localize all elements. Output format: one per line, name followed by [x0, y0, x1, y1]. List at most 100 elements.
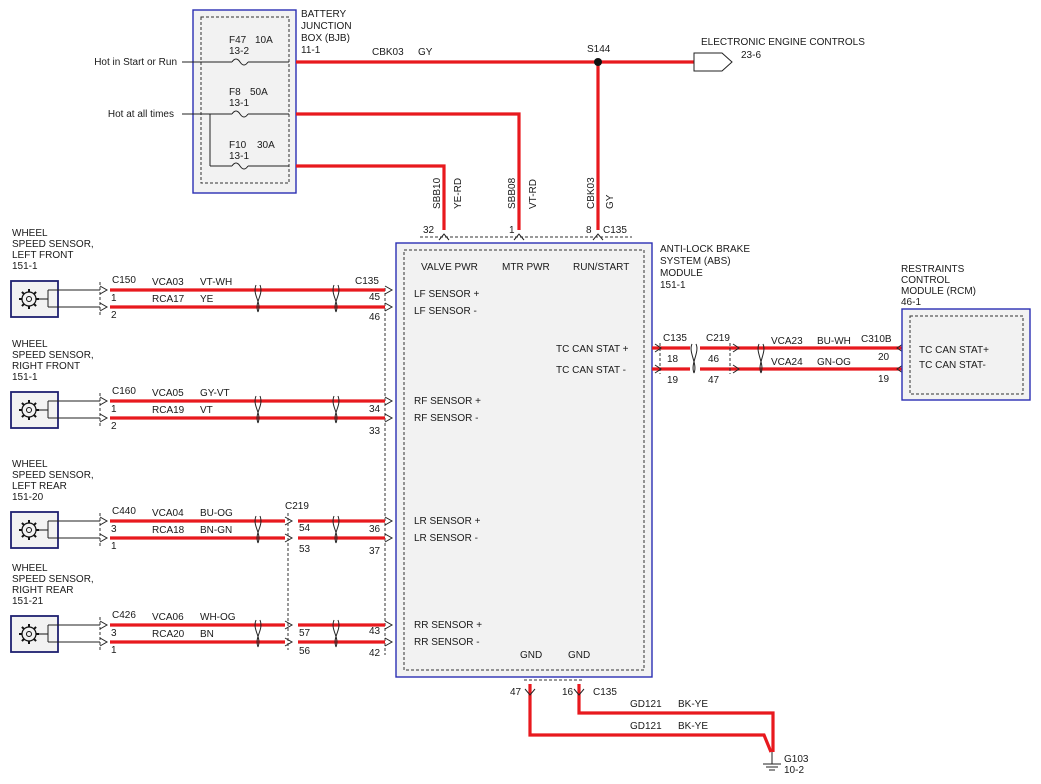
rcm-title-1: RESTRAINTS	[901, 264, 965, 275]
pin-54: 54	[299, 523, 311, 534]
abs-c135-top: C135	[603, 225, 627, 236]
pin-32: 32	[423, 225, 435, 236]
sensor-lf-wire1-circuit: VCA03	[152, 277, 184, 288]
fuse-f47-name: F47	[229, 35, 247, 46]
abs-sensor-pins: C135 45 46 34 33 36 37 43 42	[355, 276, 386, 659]
can-chev-5	[896, 343, 904, 353]
pin-47-can: 47	[708, 375, 720, 386]
pin-43: 43	[369, 626, 381, 637]
c219-chevron	[284, 533, 294, 543]
sensor-rf-title-1: WHEEL	[12, 339, 48, 350]
sensor-lr-pin-a: 3	[111, 524, 117, 535]
twisted-pair-marker	[332, 619, 340, 648]
abs-title-2: SYSTEM (ABS)	[660, 256, 731, 267]
inline-c219-rear: C219 54 53 57 56	[285, 501, 311, 657]
eec-label: ELECTRONIC ENGINE CONTROLS	[701, 37, 865, 48]
sensor-rr-body	[10, 615, 59, 653]
feed-label-hot-all-times: Hot at all times	[108, 109, 174, 120]
sensor-lr-body	[10, 511, 59, 549]
sensor-rf-wire2-color: VT	[200, 405, 213, 416]
abs-lf-minus: LF SENSOR -	[414, 306, 477, 317]
fuse-f47-rating: 10A	[255, 35, 273, 46]
pin-53: 53	[299, 544, 311, 555]
sensor-rf-pin-a: 1	[111, 404, 117, 415]
sensor-rr-title-4: 151-21	[12, 596, 44, 607]
twisted-pair-marker	[332, 284, 340, 313]
sensor-rr-wire1-circuit: VCA06	[152, 612, 184, 623]
sensor-rr-pin-b: 1	[111, 645, 117, 656]
abs-gnd-2: GND	[568, 650, 590, 661]
gear-icon	[19, 289, 48, 309]
twisted-pair-marker	[254, 395, 262, 424]
sensor-rf-wire1-circuit: VCA05	[152, 388, 184, 399]
vca23-circuit: VCA23	[771, 336, 803, 347]
abs-pin-chevron	[384, 516, 394, 526]
cbk03-top-circuit: CBK03	[372, 47, 404, 58]
abs-can-minus: TC CAN STAT -	[556, 365, 626, 376]
vca24-circuit: VCA24	[771, 357, 803, 368]
abs-rf-minus: RF SENSOR -	[414, 413, 478, 424]
gd121-color-2: BK-YE	[678, 721, 708, 732]
fuse-f47-ref: 13-2	[229, 46, 249, 57]
sbb08-color: VT-RD	[528, 179, 539, 209]
abs-pin-chevron	[384, 533, 394, 543]
sbb10-circuit: SBB10	[432, 177, 443, 209]
can-c219-label: C219	[706, 333, 730, 344]
fuse-f10-rating: 30A	[257, 140, 275, 151]
sensor-rf-connector: C160	[112, 386, 136, 397]
fuse-f10-name: F10	[229, 140, 247, 151]
rcm-title-3: MODULE (RCM)	[901, 286, 976, 297]
twisted-pair-marker	[254, 284, 262, 313]
abs-lf-plus: LF SENSOR +	[414, 289, 479, 300]
can-c135-label: C135	[663, 333, 687, 344]
can-bus: C135 C219 18 19 46 47 VCA23 BU-WH VCA24 …	[652, 333, 906, 386]
gnd-chevron-2	[573, 688, 585, 696]
twisted-pair-marker	[332, 515, 340, 544]
abs-module: ANTI-LOCK BRAKE SYSTEM (ABS) MODULE 151-…	[395, 236, 750, 678]
ground-ref: 10-2	[784, 765, 804, 776]
gear-icon	[19, 400, 48, 420]
abs-pin-chevron	[384, 285, 394, 295]
sensor-lf-pin-b: 2	[111, 310, 117, 321]
rcm-title-4: 46-1	[901, 297, 921, 308]
abs-pin-chevron	[384, 396, 394, 406]
pin-18: 18	[667, 354, 679, 365]
sensor-lf-title-3: LEFT FRONT	[12, 250, 73, 261]
fuse-f10-ref: 13-1	[229, 151, 249, 162]
abs-title-1: ANTI-LOCK BRAKE	[660, 244, 750, 255]
sensor-lf-wire2-circuit: RCA17	[152, 294, 185, 305]
abs-rf-plus: RF SENSOR +	[414, 396, 481, 407]
sensor-rf-body	[10, 391, 59, 429]
pin-1-chevron	[513, 233, 525, 241]
twisted-pair-marker	[254, 515, 262, 544]
sensor-rf-title-4: 151-1	[12, 372, 38, 383]
gnd-pin-16: 16	[562, 687, 574, 698]
gd121-circuit-2: GD121	[630, 721, 662, 732]
pin-8: 8	[586, 225, 592, 236]
connector-chevron	[99, 302, 109, 312]
pin-19-can: 19	[667, 375, 679, 386]
can-chev-3	[732, 343, 740, 353]
sensor-lr-connector: C440	[112, 506, 136, 517]
fuse-f8-icon	[210, 110, 289, 118]
sensor-lr-wire2-color: BN-GN	[200, 525, 232, 536]
fuse-f8-ref: 13-1	[229, 98, 249, 109]
abs-gnd-1: GND	[520, 650, 542, 661]
gd121-color-1: BK-YE	[678, 699, 708, 710]
sensor-rr-title-3: RIGHT REAR	[12, 585, 74, 596]
abs-c135-left: C135	[355, 276, 379, 287]
sensor-rf-wire1-color: GY-VT	[200, 388, 230, 399]
rcm-pin-19: 19	[878, 374, 890, 385]
pin-57: 57	[299, 628, 311, 639]
gear-icon	[19, 520, 48, 540]
sensor-rr-title-2: SPEED SENSOR,	[12, 574, 94, 585]
eec-connector-arrow	[693, 52, 733, 72]
sensor-lr-title-3: LEFT REAR	[12, 481, 67, 492]
abs-title-3: MODULE	[660, 268, 703, 279]
can-chev-6	[896, 364, 904, 374]
sensor-rf-pin-b: 2	[111, 421, 117, 432]
pin-37: 37	[369, 546, 381, 557]
abs-title-4: 151-1	[660, 280, 686, 291]
